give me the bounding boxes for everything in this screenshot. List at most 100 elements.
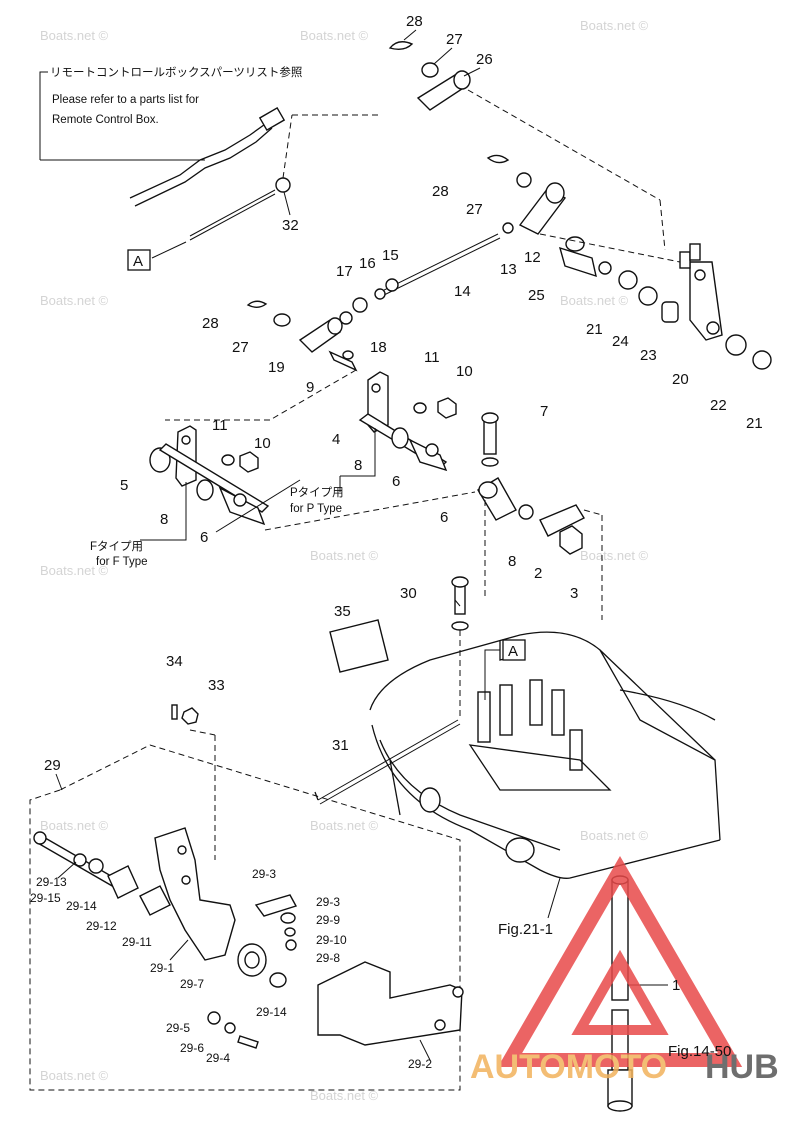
callout: 13 [500,261,517,278]
callout: 33 [208,677,225,694]
brand-logo: AUTOMOTO HUB [470,856,779,1086]
callout: 18 [370,339,387,356]
callout: 29-1 [150,961,174,975]
plate-29-3 [254,894,298,917]
watermark: Boats.net © [40,818,109,833]
callout: 7 [540,403,548,420]
washer-29-10 [284,927,296,937]
bracket-29-1 [154,827,236,961]
watermark: Boats.net © [40,563,109,578]
callout: 29-3 [316,895,340,909]
callout: 29-9 [316,913,340,927]
callout: 29-4 [206,1051,230,1065]
callout: 27 [232,339,249,356]
callout: 29-15 [30,891,61,905]
nut-13 [502,222,514,234]
brand-text-1: AUTOMOTO [470,1048,667,1086]
spring-15 [385,278,399,292]
pin-34 [171,704,178,720]
watermark: Boats.net © [310,548,379,563]
bush-29-12 [107,865,139,899]
callout: 29-14 [66,899,97,913]
lever-2 [539,504,585,537]
shaft-upper [611,879,629,1001]
callout: 14 [454,283,471,300]
callout: 29-8 [316,951,340,965]
type-notes: Pタイプ用 for P Type Fタイプ用 for F Type [90,428,376,568]
callout: 34 [166,653,183,670]
watermark: Boats.net © [40,1068,109,1083]
callout: 26 [476,51,493,68]
callout: 28 [406,13,423,30]
callout: 24 [612,333,629,350]
top-link-parts [388,41,666,251]
washer-8 [518,504,534,520]
washer-11b [221,454,235,466]
p-type-jp: Pタイプ用 [290,486,344,499]
washer-27b [516,172,532,188]
washer-29-14b [269,972,287,988]
f-type-jp: Fタイプ用 [90,540,143,553]
clip-28c [246,300,268,308]
callout: 9 [306,379,314,396]
callout: 29 [44,757,61,774]
callout: 11 [212,417,228,434]
ref-a-label: A [133,253,143,270]
callout: 27 [466,201,483,218]
callout: 35 [334,603,351,620]
callout: 30 [400,585,417,602]
assembly-29-parts [33,827,464,1049]
washer-29-9 [280,912,296,924]
washer-27 [421,62,439,78]
washer-24 [638,286,658,306]
callout: 29-2 [408,1057,432,1071]
clip-28b [486,154,510,164]
figure-refs: Fig.21-1 Fig.14-50 [498,877,731,1060]
callouts: 28 27 26 32 28 27 12 13 25 17 16 15 14 2… [30,13,763,1071]
watermark: Boats.net © [40,28,109,43]
callout: 25 [528,287,545,304]
bush-8b [196,479,214,501]
watermarks: Boats.net © Boats.net © Boats.net © Boat… [40,18,649,1103]
callout: 6 [440,509,448,526]
bottom-cowling [369,631,721,879]
washer-21b [752,350,772,370]
shift-linkage [379,154,772,370]
nut-32 [275,177,291,193]
nut-18 [339,311,353,325]
bush-8 [391,427,409,449]
callout: 29-3 [252,867,276,881]
callout: 29-10 [316,933,347,947]
callout: 29-7 [180,977,204,991]
decal-35 [329,619,389,673]
washer-11 [413,402,427,414]
watermark: Boats.net © [310,818,379,833]
remote-control-note: リモートコントロールボックスパーツリスト参照 Please refer to a… [39,65,302,161]
callout: 1 [672,977,680,994]
callout: 28 [432,183,449,200]
throttle-cable [129,106,380,241]
callout: 29-11 [122,935,152,949]
callout: 16 [359,255,376,272]
callout: 3 [570,585,578,602]
watermark: Boats.net © [560,293,629,308]
nut-10 [437,397,457,419]
leader-lines [57,29,481,1061]
callout: 10 [254,435,271,452]
nut-3 [559,525,583,555]
callout: 29-6 [180,1041,204,1055]
watermark: Boats.net © [40,293,109,308]
ref-a-label-2: A [508,643,518,660]
callout: 12 [524,249,541,266]
ref-a-left: A [127,241,187,271]
bushing-22 [725,334,747,356]
center-joint-parts [246,278,399,372]
washer-27c [273,313,291,327]
p-type-en: for P Type [290,503,342,515]
watermark: Boats.net © [300,28,369,43]
washer-29-6 [224,1022,236,1034]
bolt-25 [558,246,597,278]
callout: 20 [672,371,689,388]
brand-text-2: HUB [705,1048,779,1086]
